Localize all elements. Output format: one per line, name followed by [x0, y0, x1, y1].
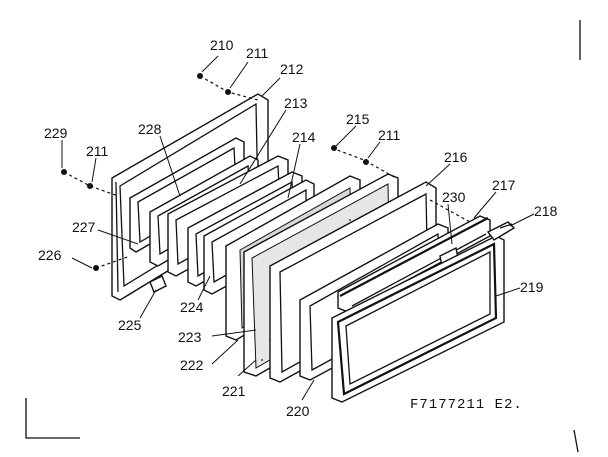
- label-223: 223: [178, 329, 202, 345]
- fasteners: [61, 73, 471, 271]
- part-number-labels: 210 211 212 213 214 215 211 216 217 218 …: [38, 37, 558, 419]
- label-228: 228: [138, 121, 162, 137]
- label-211-right: 211: [378, 127, 401, 143]
- label-222: 222: [180, 357, 204, 373]
- label-210: 210: [210, 37, 234, 53]
- hinge-clip: [149, 275, 167, 293]
- label-211-top: 211: [246, 45, 269, 61]
- frame-corner-bottom-left: [25, 398, 80, 439]
- label-211-left: 211: [86, 143, 109, 159]
- label-220: 220: [286, 403, 310, 419]
- drawing-code: F7177211 E2.: [410, 397, 523, 413]
- label-229: 229: [44, 125, 68, 141]
- label-216: 216: [444, 149, 468, 165]
- label-225: 225: [118, 317, 142, 333]
- label-217: 217: [492, 177, 516, 193]
- frame-tick-bottom-right: [573, 429, 579, 453]
- label-227: 227: [72, 219, 96, 235]
- label-221: 221: [222, 383, 246, 399]
- label-214: 214: [292, 129, 316, 145]
- label-213: 213: [284, 95, 308, 111]
- label-230: 230: [442, 189, 466, 205]
- label-212: 212: [280, 61, 304, 77]
- label-226: 226: [38, 247, 62, 263]
- hinge-bracket: [486, 221, 516, 241]
- label-215: 215: [346, 111, 370, 127]
- leader-lines: [61, 55, 535, 401]
- label-224: 224: [180, 299, 204, 315]
- label-219: 219: [520, 279, 544, 295]
- label-218: 218: [534, 203, 558, 219]
